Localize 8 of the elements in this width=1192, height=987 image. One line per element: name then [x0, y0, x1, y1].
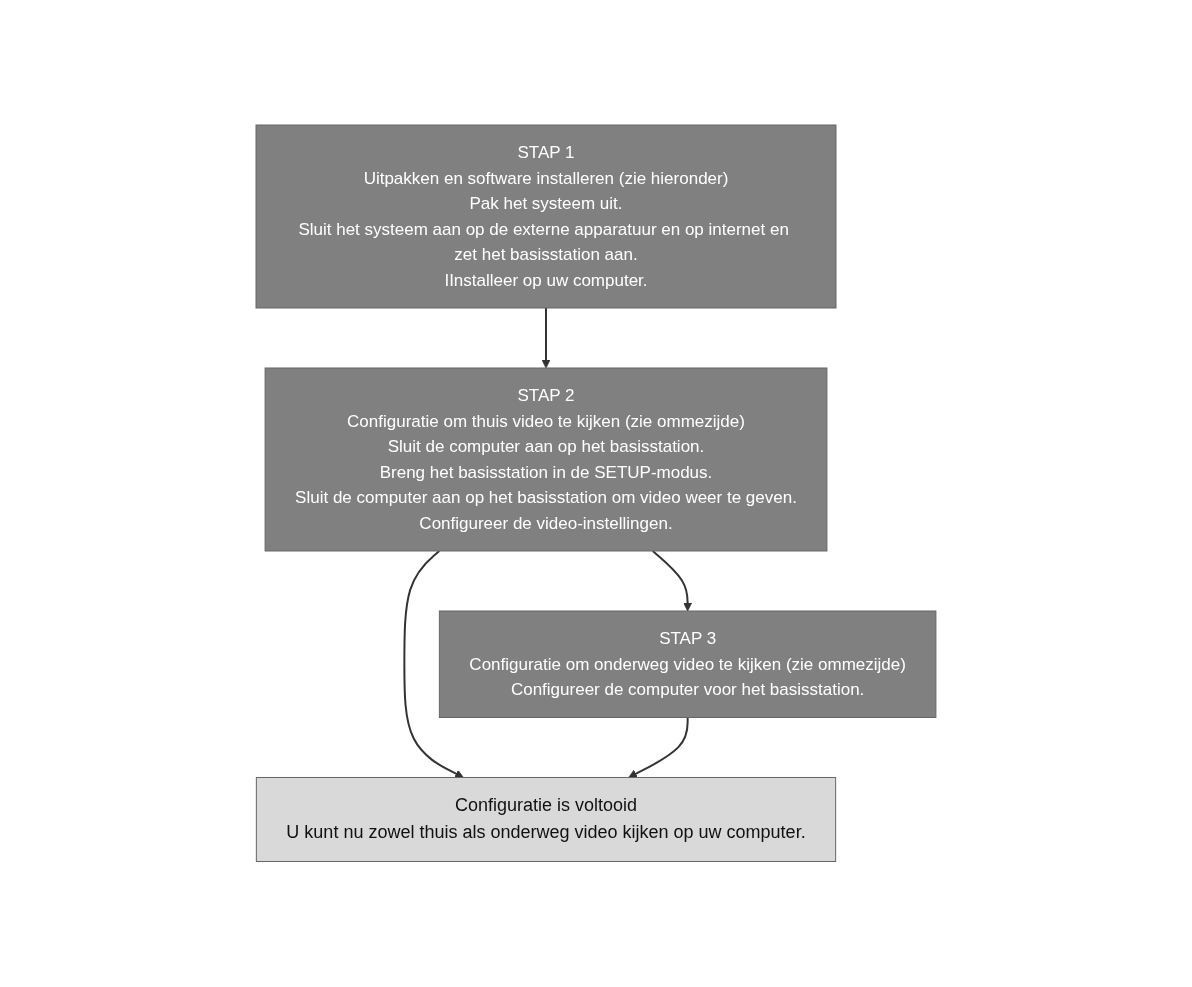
arrow	[628, 716, 689, 779]
node-box: STAP 2 Configuratie om thuis video te kijken (zie ommezijde) Sluit de computer aan op het basisstation. Breng het basisstation in de SETUP-modus. Sluit de computer aan op het basisstation om video weer te geven. Configureer de video-instellingen.	[264, 367, 828, 552]
arrow	[651, 550, 693, 612]
arrow	[403, 550, 464, 779]
node-box: Configuratie is voltooid U kunt nu zowel thuis als onderweg video kijken op uw computer.	[255, 777, 837, 863]
node-box: STAP 3 Configuratie om onderweg video te kijken (zie ommezijde) Configureer de computer voor het basisstation.	[438, 610, 937, 719]
arrow	[541, 307, 551, 369]
node-box: STAP 1 Uitpakken en software installeren (zie hieronder) Pak het systeem uit. Sluit het systeem aan op de externe apparatuur en op internet en zet het basisstation aan. IInstalleer op uw computer.	[255, 124, 837, 309]
